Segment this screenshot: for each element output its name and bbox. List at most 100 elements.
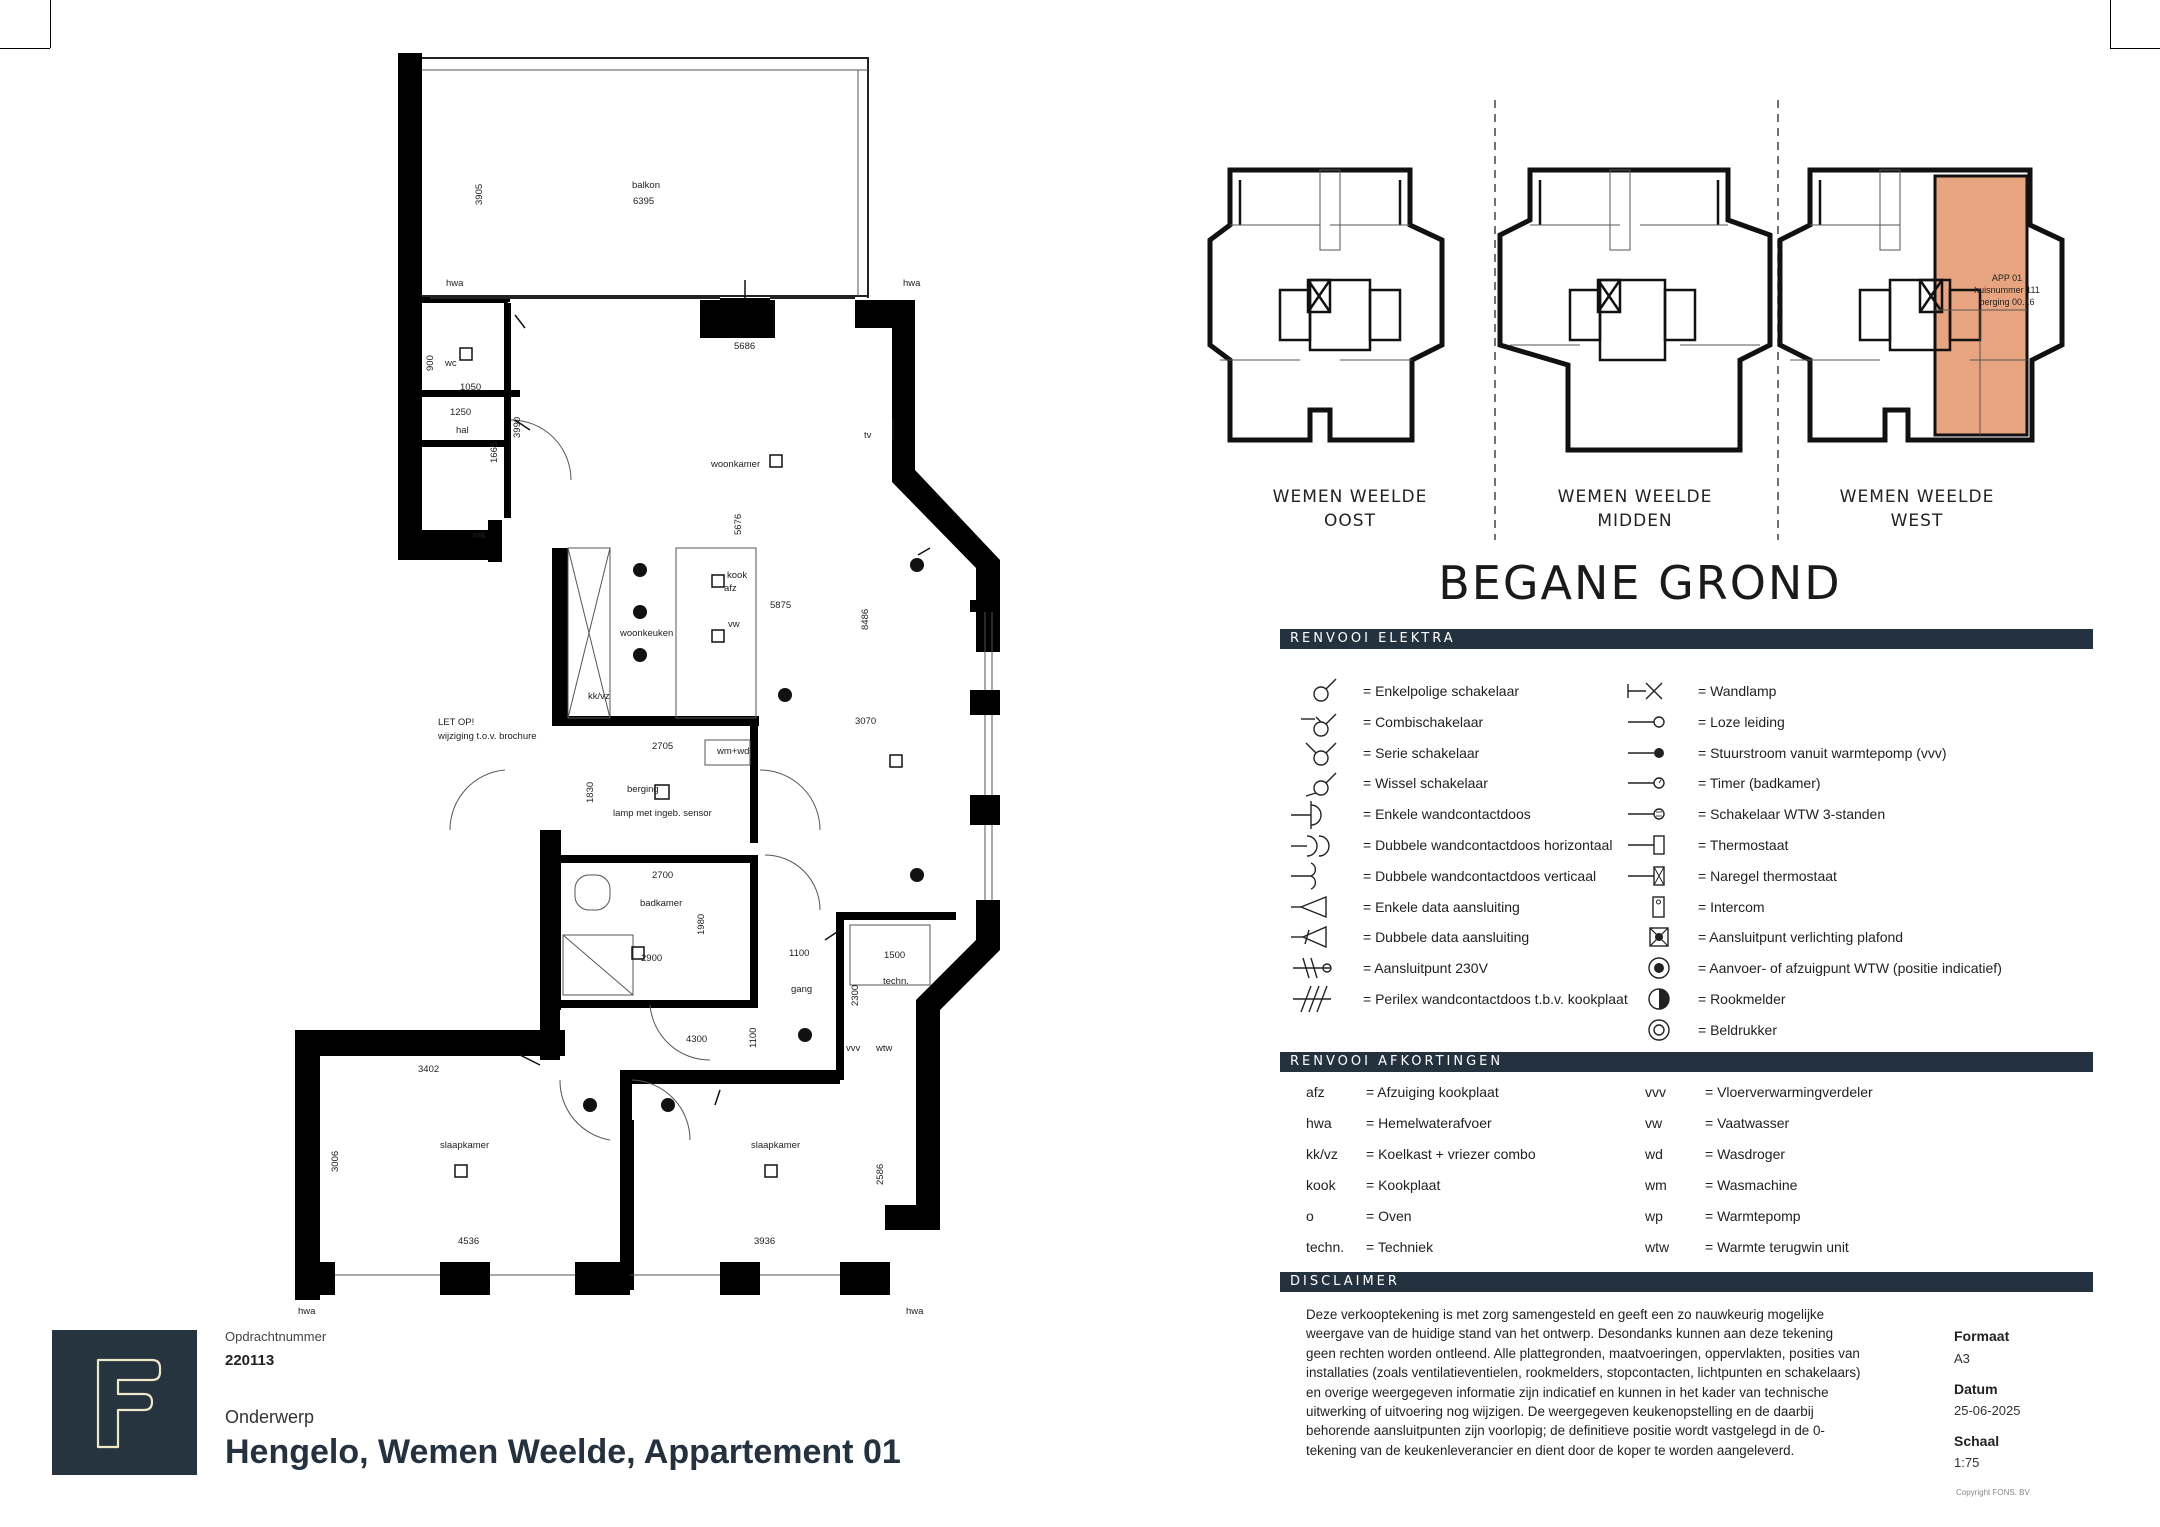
change-note-text: wijziging t.o.v. brochure: [438, 731, 537, 742]
wtw-ventiel-icon: [1616, 953, 1686, 983]
order-number: 220113: [225, 1352, 275, 1369]
timer-icon: [1616, 768, 1686, 798]
abbreviation-label: = Hemelwaterafvoer: [1366, 1115, 1492, 1131]
legend-label: = Enkelpolige schakelaar: [1363, 683, 1520, 699]
label-hwa: hwa: [446, 278, 464, 289]
abbreviation-label: = Warmte terugwin unit: [1705, 1239, 1849, 1255]
legend-label: = Rookmelder: [1698, 991, 1786, 1007]
wing-sub: OOST: [1324, 511, 1376, 531]
change-note-title: LET OP!: [438, 717, 475, 728]
legend-label: = Beldrukker: [1698, 1021, 1777, 1038]
room-label-badkamer: badkamer: [640, 898, 683, 909]
legend-label: = Naregel thermostaat: [1698, 867, 1837, 884]
room-label-slaapkamer-2: slaapkamer: [751, 1140, 801, 1151]
label-kook: kook: [727, 570, 748, 581]
legend-label: = Aansluitpunt 230V: [1363, 960, 1488, 977]
wissel-schakelaar-icon: [1281, 768, 1351, 798]
project-title: Hengelo, Wemen Weelde, Appartement 01: [225, 1433, 901, 1471]
disclaimer-text: Deze verkooptekening is met zorg samenge…: [1306, 1307, 1861, 1458]
floor-plan: [295, 53, 1000, 1300]
legend-label: = Wandlamp: [1698, 683, 1777, 699]
room-label-slaapkamer-1: slaapkamer: [440, 1140, 490, 1151]
scale-value: 1:75: [1954, 1455, 1980, 1470]
dim-slaapkamer-1-height: 3006: [330, 1150, 341, 1172]
dim-slaapkamer-1-top: 3402: [418, 1064, 440, 1075]
beldrukker-icon: [1616, 1015, 1686, 1045]
dim-tech-height: 2300: [850, 984, 861, 1006]
dim-hall-width-2: 1250: [450, 407, 472, 418]
label-kkvz: kk/vz: [588, 691, 610, 702]
crop-mark: [2110, 0, 2111, 48]
wing-label-west: WEMEN WEELDE WEST: [1807, 485, 2027, 533]
abbreviation-code: wd: [1645, 1146, 1663, 1162]
wandlamp-icon: [1616, 676, 1686, 706]
abbreviation-code: wtw: [1645, 1239, 1670, 1255]
crop-mark: [2110, 48, 2160, 49]
crop-mark: [0, 48, 50, 49]
logo-f-icon: [96, 1358, 162, 1449]
label-vvv: vvv: [846, 1043, 861, 1054]
room-label-mk: mk: [473, 530, 486, 541]
abbreviation-code: vw: [1645, 1115, 1663, 1131]
abbreviation-code: afz: [1306, 1084, 1325, 1100]
legend-label: = Schakelaar WTW 3-standen: [1698, 806, 1886, 823]
abbreviation-label: = Wasmachine: [1705, 1177, 1798, 1193]
room-label-woonkeuken: woonkeuken: [620, 628, 674, 639]
abbreviation-code: o: [1306, 1208, 1314, 1224]
format-value: A3: [1954, 1351, 1970, 1366]
app-label-name: APP 01: [1991, 273, 2023, 283]
legend-label: = Dubbele wandcontactdoos verticaal: [1363, 867, 1597, 884]
label-hwa: hwa: [903, 278, 921, 289]
app-label-number: huisnummer 111: [1974, 285, 2040, 295]
section-bar-disclaimer: DISCLAIMER: [1280, 1272, 2093, 1292]
dim-hall-height-2: 3990: [512, 416, 523, 438]
wing-name: WEMEN WEELDE: [1557, 487, 1713, 507]
room-label-woonkamer: woonkamer: [711, 459, 761, 470]
legend-label: = Wissel schakelaar: [1363, 775, 1488, 792]
room-label-berging: berging: [627, 784, 659, 795]
legend-label: = Enkele data aansluiting: [1363, 898, 1520, 915]
berging-note: lamp met ingeb. sensor: [613, 808, 712, 819]
dim-right: 8486: [860, 608, 871, 630]
legend-label: = Intercom: [1698, 898, 1765, 915]
wing-sub: WEST: [1890, 511, 1944, 531]
section-bar-elektra: RENVOOI ELEKTRA: [1280, 629, 2093, 649]
enkele-wcd-icon: [1281, 799, 1351, 830]
loze-leiding-icon: [1616, 707, 1686, 737]
dim-gang-height: 1100: [748, 1027, 759, 1048]
abbreviation-code: techn.: [1306, 1239, 1345, 1255]
abbreviation-code: wp: [1645, 1208, 1663, 1224]
room-label-techn: techn.: [883, 976, 909, 987]
thermostaat-icon: [1616, 830, 1686, 860]
dim-bad-width: 2700: [652, 870, 674, 881]
dim-tech-width: 1500: [884, 950, 906, 961]
intercom-icon: [1616, 892, 1686, 922]
dim-balkon-height: 3905: [474, 183, 485, 205]
dim-slaapkamer-2-bottom: 3936: [754, 1236, 776, 1247]
copyright: Copyright FONS. BV: [1956, 1488, 2030, 1497]
dim-hall-height: 1665: [489, 441, 500, 463]
legend-label: = Loze leiding: [1698, 713, 1785, 730]
dim-hall-width: 1050: [460, 382, 482, 393]
format-label: Formaat: [1954, 1328, 2010, 1344]
perilex-icon: [1281, 984, 1351, 1014]
dim-woonkamer-v: 5676: [733, 513, 744, 535]
label-hwa: hwa: [298, 1306, 316, 1317]
abbreviation-code: kook: [1306, 1177, 1336, 1193]
app-label: APP 01 huisnummer 111 berging 00.16: [1962, 272, 2052, 308]
dim-mid: 3070: [855, 716, 877, 727]
floor-heading: BEGANE GROND: [1438, 556, 1842, 610]
legend-label: = Thermostaat: [1698, 837, 1789, 853]
label-vw: vw: [728, 619, 740, 630]
abbreviation-code: vvv: [1645, 1084, 1666, 1100]
dubbele-wcd-horizontaal-icon: [1281, 830, 1351, 860]
scale-label: Schaal: [1954, 1433, 2000, 1449]
abbreviation-label: = Kookplaat: [1366, 1177, 1441, 1193]
light-points: [583, 558, 924, 1112]
label-tv: tv: [864, 430, 872, 441]
room-label-hal: hal: [456, 425, 469, 436]
label-hwa: hwa: [906, 1306, 924, 1317]
wing-name: WEMEN WEELDE: [1272, 487, 1428, 507]
abbreviation-label: = Afzuiging kookplaat: [1366, 1084, 1499, 1100]
subject-label: Onderwerp: [225, 1407, 315, 1427]
